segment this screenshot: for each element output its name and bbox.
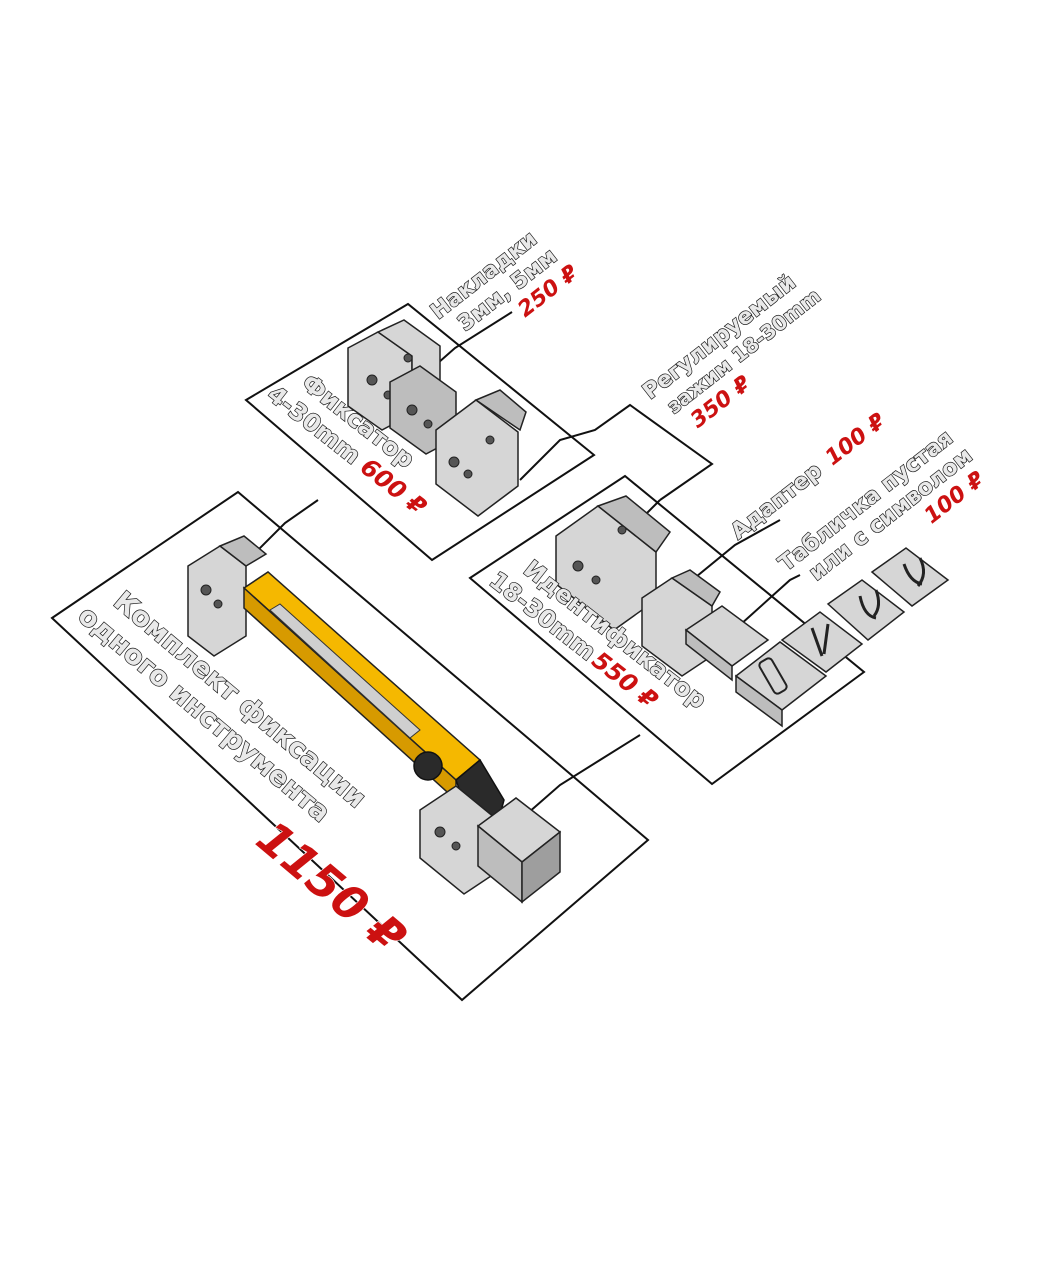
knife-icon [758, 657, 788, 695]
komplekt-parts [187, 535, 562, 904]
komplekt-price: 1150 ₽ [246, 810, 416, 965]
identifikator-parts [555, 495, 950, 728]
utility-knife [242, 571, 505, 831]
frame-identifikator [468, 474, 866, 786]
frame-komplekt [50, 490, 650, 1002]
frame-fiksator [244, 302, 596, 562]
side-cutters-icon [810, 623, 830, 657]
fiksator-parts [347, 319, 527, 517]
pliers-icon [902, 557, 925, 587]
wire-cutters-icon [858, 589, 881, 620]
adapter-price: 100 ₽ [821, 408, 891, 471]
